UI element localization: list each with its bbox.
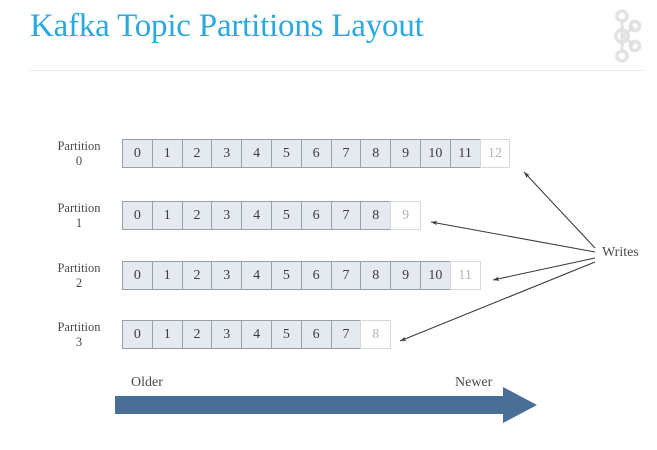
partition-label-name: Partition <box>57 139 101 153</box>
partition-cells: 0 1 2 3 4 5 6 7 8 9 10 11 12 <box>122 139 511 168</box>
offset-cell: 5 <box>270 201 302 230</box>
offset-cell: 11 <box>449 139 481 168</box>
offset-cell: 6 <box>300 261 332 290</box>
partition-label-name: Partition <box>57 201 101 215</box>
offset-cell: 6 <box>300 139 332 168</box>
writes-label: Writes <box>602 245 639 260</box>
offset-cell: 5 <box>270 320 302 349</box>
offset-cell: 3 <box>211 139 243 168</box>
offset-cell: 3 <box>211 320 243 349</box>
offset-cell: 2 <box>181 139 213 168</box>
offset-cell: 1 <box>151 139 183 168</box>
offset-cell: 1 <box>151 261 183 290</box>
partition-label-index: 2 <box>75 275 83 290</box>
next-offset-cell: 8 <box>360 320 392 349</box>
next-offset-cell: 11 <box>449 261 481 290</box>
offset-cell: 2 <box>181 320 213 349</box>
offset-cell: 0 <box>122 261 153 290</box>
partition-label-index: 1 <box>75 215 83 230</box>
offset-cell: 4 <box>241 201 272 230</box>
offset-cell: 6 <box>300 201 332 230</box>
partition-label-index: 3 <box>75 334 83 349</box>
offset-cell: 7 <box>330 320 362 349</box>
partition-cells: 0 1 2 3 4 5 6 7 8 <box>122 320 392 349</box>
offset-cell: 2 <box>181 261 213 290</box>
offset-cell: 10 <box>419 139 451 168</box>
offset-cell: 8 <box>360 261 392 290</box>
offset-cell: 10 <box>419 261 451 290</box>
offset-cell: 8 <box>360 139 392 168</box>
partition-cells: 0 1 2 3 4 5 6 7 8 9 <box>122 201 421 230</box>
offset-cell: 3 <box>211 261 243 290</box>
offset-cell: 9 <box>390 139 421 168</box>
offset-cell: 4 <box>241 261 272 290</box>
offset-cell: 6 <box>300 320 332 349</box>
partition-label: Partition 2 <box>46 261 112 290</box>
offset-cell: 4 <box>241 320 272 349</box>
offset-cell: 3 <box>211 201 243 230</box>
offset-cell: 0 <box>122 139 153 168</box>
next-offset-cell: 9 <box>390 201 421 230</box>
offset-cell: 5 <box>270 261 302 290</box>
partition-label: Partition 3 <box>46 320 112 349</box>
offset-cell: 8 <box>360 201 392 230</box>
offset-cell: 0 <box>122 201 153 230</box>
partition-label: Partition 1 <box>46 201 112 230</box>
offset-cell: 2 <box>181 201 213 230</box>
offset-cell: 4 <box>241 139 272 168</box>
partition-label-name: Partition <box>57 320 101 334</box>
partition-label-name: Partition <box>57 261 101 275</box>
offset-cell: 7 <box>330 139 362 168</box>
offset-cell: 0 <box>122 320 153 349</box>
offset-cell: 9 <box>390 261 421 290</box>
header-divider <box>30 70 645 71</box>
offset-cell: 1 <box>151 201 183 230</box>
offset-cell: 7 <box>330 261 362 290</box>
partition-cells: 0 1 2 3 4 5 6 7 8 9 10 11 <box>122 261 481 290</box>
newer-label: Newer <box>455 375 493 390</box>
next-offset-cell: 12 <box>479 139 511 168</box>
offset-cell: 1 <box>151 320 183 349</box>
offset-cell: 5 <box>270 139 302 168</box>
partition-label-index: 0 <box>75 153 83 168</box>
kafka-logo-icon <box>614 9 642 63</box>
partition-label: Partition 0 <box>46 139 112 168</box>
older-label: Older <box>131 375 163 390</box>
writes-arrow-partition-0 <box>523 171 596 249</box>
offset-cell: 7 <box>330 201 362 230</box>
page-title: Kafka Topic Partitions Layout <box>30 8 424 44</box>
writes-arrow-partition-1 <box>430 220 596 253</box>
writes-arrow-partition-2 <box>492 257 596 281</box>
